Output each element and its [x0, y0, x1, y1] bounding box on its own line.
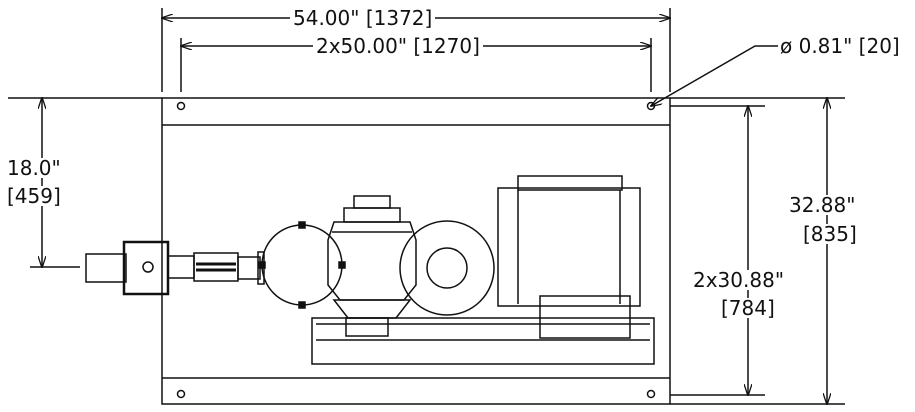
pump-top-cap — [353, 195, 391, 209]
hole-spacing-height-label-mm: [784] — [718, 298, 778, 318]
overall-width-label: 54.00" [1372] — [290, 8, 436, 28]
motor-junction-box — [539, 295, 631, 339]
housing-clip-left — [258, 261, 266, 269]
inlet-flange — [237, 256, 261, 280]
mounting-hole-bottom-right — [646, 389, 656, 399]
base-frame — [161, 97, 671, 405]
pump-bowl — [332, 299, 412, 319]
housing-clip-right — [338, 261, 346, 269]
housing-clip-top — [298, 221, 306, 229]
mounting-hole-top-right — [646, 101, 656, 111]
hole-leader-line — [651, 45, 778, 106]
hole-diameter-label: ø 0.81" [20] — [780, 34, 900, 58]
mounting-hole-top-left — [176, 101, 186, 111]
skid-base — [311, 317, 655, 365]
filter-housing — [261, 224, 343, 306]
housing-clip-bottom — [298, 301, 306, 309]
pump-foot — [345, 317, 389, 337]
coupling-shaft — [426, 247, 468, 289]
coupling-guard — [399, 220, 495, 316]
motor-fan-cover — [517, 175, 623, 191]
motor-body — [497, 187, 641, 307]
strainer-port — [142, 261, 154, 273]
overall-height-label-mm: [835] — [800, 224, 860, 244]
mounting-hole-bottom-left — [176, 389, 186, 399]
flex-hose — [193, 252, 239, 282]
pump-head — [343, 207, 401, 223]
inlet-height-label-in: 18.0" — [4, 158, 64, 178]
coupling-pipe — [167, 255, 195, 279]
hole-spacing-width-label: 2x50.00" [1270] — [313, 36, 483, 56]
hole-spacing-height-label-in: 2x30.88" — [690, 270, 788, 290]
inlet-pipe — [85, 253, 127, 283]
overall-height-label-in: 32.88" — [786, 195, 859, 215]
inlet-height-label-mm: [459] — [4, 186, 64, 206]
